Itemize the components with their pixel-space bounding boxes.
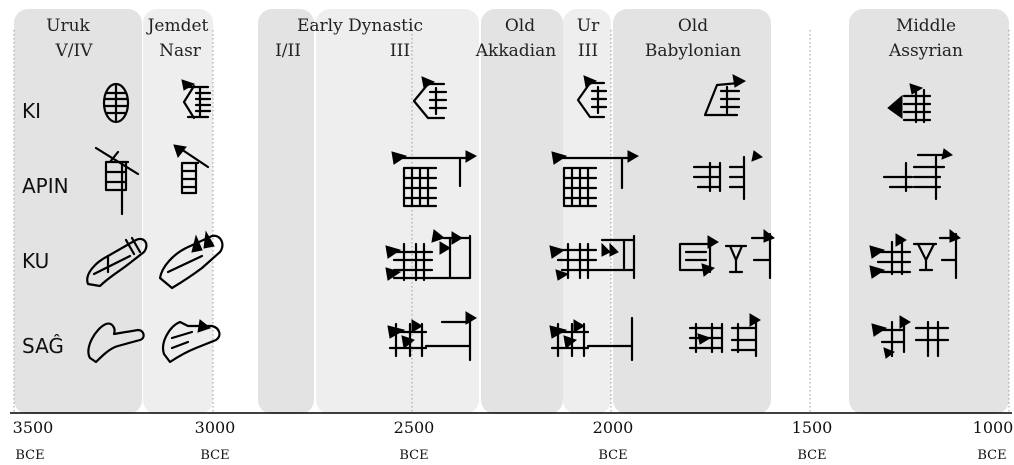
sign-label-ki: KI [22, 99, 41, 123]
period-label-old-babylonian-1: Old [678, 16, 708, 36]
period-label-old-akkadian-1: Old [505, 16, 535, 36]
tick-year-2000: 2000 [593, 418, 634, 437]
period-label-old-akkadian-2: Akkadian [475, 41, 556, 61]
ki-early-dynastic-glyph [412, 76, 448, 120]
period-label-middle-assyrian-1: Middle [896, 16, 956, 36]
sign-label-apin: APIN [22, 174, 69, 198]
apin-early-dynastic-glyph [391, 150, 478, 208]
ki-middle-assyrian-glyph [887, 83, 932, 124]
apin-old-babylonian-glyph [692, 150, 764, 201]
sag-old-babylonian-glyph [688, 313, 761, 358]
tick-year-3500: 3500 [13, 418, 54, 437]
period-label-ed-3: III [390, 41, 410, 61]
tick-year-1500: 1500 [792, 418, 833, 437]
ki-uruk-glyph [102, 82, 130, 124]
ku-old-babylonian-glyph [678, 228, 775, 280]
tick-unit-3500: BCE [15, 448, 44, 463]
sag-uruk-glyph [87, 322, 145, 364]
period-label-early-dynastic: Early Dynastic [297, 16, 423, 36]
ku-uruk-glyph [86, 236, 148, 288]
band-ur-3 [563, 9, 611, 414]
ki-ur-3-glyph [576, 75, 608, 119]
apin-middle-assyrian-glyph [882, 148, 954, 201]
apin-ur-3-glyph [551, 150, 640, 208]
sag-middle-assyrian-glyph [871, 315, 950, 359]
sign-labels: KI APIN KU SAĜ [22, 99, 69, 358]
ku-ur-3-glyph [549, 234, 636, 281]
tick-year-2500: 2500 [394, 418, 435, 437]
period-bands [14, 9, 1009, 414]
tick-unit-3000: BCE [200, 448, 229, 463]
period-label-old-babylonian-2: Babylonian [645, 41, 741, 61]
ki-old-babylonian-glyph [703, 74, 747, 117]
period-label-ur-2: III [578, 41, 598, 61]
band-early-dynastic-3 [316, 9, 479, 414]
sag-early-dynastic-glyph [387, 311, 477, 362]
tick-year-3000: 3000 [195, 418, 236, 437]
period-labels: Uruk V/IV Jemdet Nasr I/II Early Dynasti… [46, 16, 963, 61]
band-old-babylonian [613, 9, 771, 414]
period-label-middle-assyrian-2: Assyrian [888, 41, 963, 61]
band-uruk [14, 9, 142, 414]
band-old-akkadian [481, 9, 563, 414]
tick-unit-1500: BCE [797, 448, 826, 463]
sag-ur-3-glyph [549, 316, 634, 362]
timeline-axis: 3500 3000 2500 2000 1500 1000 BCE BCE BC… [10, 412, 1014, 463]
band-jemdet-nasr [143, 9, 213, 414]
sign-label-sag: SAĜ [22, 334, 64, 358]
period-label-ur-1: Ur [577, 16, 600, 36]
tick-unit-2500: BCE [399, 448, 428, 463]
sign-label-ku: KU [22, 249, 49, 273]
band-early-dynastic-1-2 [258, 9, 314, 414]
period-label-jemdet-2: Nasr [159, 41, 202, 61]
apin-uruk-glyph [94, 146, 140, 216]
ku-middle-assyrian-glyph [869, 228, 961, 280]
tick-unit-2000: BCE [598, 448, 627, 463]
tick-year-1000: 1000 [973, 418, 1014, 437]
ku-early-dynastic-glyph [385, 229, 472, 282]
band-middle-assyrian [849, 9, 1009, 414]
ki-jemdet-nasr-glyph [181, 79, 212, 120]
period-label-uruk-1: Uruk [46, 16, 90, 36]
apin-jemdet-nasr-glyph [173, 144, 210, 195]
sag-jemdet-nasr-glyph [162, 319, 221, 364]
period-label-ed-1-2: I/II [275, 41, 301, 61]
ku-jemdet-nasr-glyph [158, 230, 224, 290]
period-label-uruk-2: V/IV [55, 41, 94, 61]
tick-unit-1000: BCE [977, 448, 1006, 463]
period-label-jemdet-1: Jemdet [146, 16, 209, 36]
